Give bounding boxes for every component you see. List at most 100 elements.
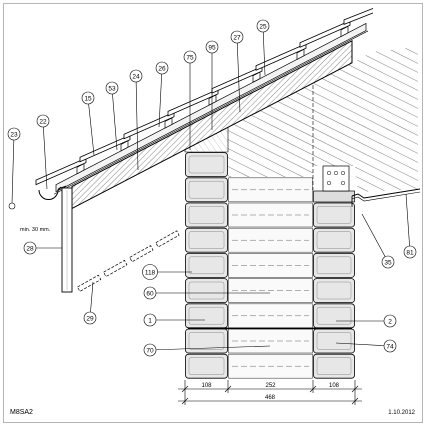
callout-circle bbox=[143, 343, 157, 357]
log-block-outer-grain bbox=[188, 256, 225, 275]
callout-circle bbox=[205, 40, 219, 54]
log-block-outer bbox=[185, 353, 228, 379]
log-block-inner bbox=[313, 278, 355, 304]
log-block-outer bbox=[185, 177, 228, 203]
drawing-date: 1.10.2012 bbox=[388, 410, 415, 416]
bracket-bolt bbox=[326, 170, 332, 176]
callout-circle bbox=[23, 241, 37, 255]
callout-circle bbox=[36, 114, 50, 128]
callout-25: 25 bbox=[256, 19, 270, 76]
callout-27: 27 bbox=[230, 30, 244, 113]
log-block-inner-grain bbox=[316, 357, 352, 375]
callout-leader bbox=[111, 87, 118, 151]
callout-circle bbox=[183, 50, 197, 64]
bracket-bolt bbox=[340, 170, 346, 176]
bracket-bolt bbox=[340, 180, 346, 186]
log-block-inner bbox=[313, 202, 355, 228]
gutter-clearance-note: min. 30 mm. bbox=[20, 227, 51, 233]
callout-circle bbox=[381, 255, 395, 269]
attic-hatch-line bbox=[228, 101, 418, 192]
callout-number: 53 bbox=[108, 85, 116, 92]
roof-tile bbox=[299, 20, 351, 48]
log-block-outer-grain bbox=[188, 332, 225, 350]
roof-tile bbox=[343, 8, 373, 25]
log-block-inner-grain bbox=[316, 306, 352, 325]
log-block-outer-grain bbox=[188, 180, 225, 199]
attic-hatch-line bbox=[228, 110, 418, 192]
callout-28: 28 bbox=[23, 241, 62, 255]
callout-leader bbox=[149, 345, 271, 351]
callout-leader bbox=[87, 97, 95, 156]
log-block-inner-grain bbox=[316, 206, 352, 224]
callout-leader bbox=[335, 342, 391, 347]
callout-1: 1 bbox=[143, 313, 205, 327]
log-block-outer bbox=[185, 252, 228, 278]
callout-70: 70 bbox=[143, 343, 271, 357]
soffit-board bbox=[103, 259, 128, 278]
callout-leader bbox=[158, 67, 163, 128]
callout-75: 75 bbox=[183, 50, 197, 150]
soffit-board bbox=[77, 274, 102, 292]
callout-number: 70 bbox=[146, 347, 154, 354]
callout-circle bbox=[143, 286, 157, 300]
callout-circle bbox=[155, 61, 169, 75]
callout-leader bbox=[11, 133, 15, 204]
callout-number: 24 bbox=[132, 73, 140, 80]
log-block-inner bbox=[313, 353, 355, 379]
callout-circle bbox=[7, 127, 21, 141]
callout-leader bbox=[135, 75, 139, 171]
gutter bbox=[38, 186, 62, 200]
callout-22: 22 bbox=[36, 114, 50, 190]
bracket-bolt bbox=[333, 170, 339, 176]
callout-leader bbox=[405, 193, 411, 253]
drawing-code: M8SA2 bbox=[10, 409, 33, 416]
log-wall bbox=[184, 85, 355, 379]
soffit-board bbox=[155, 230, 180, 248]
attic-hatching bbox=[225, 0, 420, 192]
log-block-inner-grain bbox=[316, 256, 352, 275]
callout-number: 60 bbox=[146, 290, 154, 297]
dimension-right: 108 bbox=[329, 383, 340, 389]
callout-53: 53 bbox=[105, 81, 119, 151]
dimension-total: 468 bbox=[265, 395, 276, 401]
attic-hatch-line bbox=[228, 155, 418, 192]
callout-number: 2 bbox=[388, 318, 392, 325]
callout-95: 95 bbox=[205, 40, 219, 130]
flashing-inner-line bbox=[351, 191, 421, 202]
roof-tile bbox=[123, 111, 175, 140]
callout-number: 22 bbox=[39, 118, 47, 125]
attic-hatch-line bbox=[228, 146, 418, 192]
drawing-frame bbox=[3, 3, 423, 423]
flashing-outer-line bbox=[351, 188, 421, 199]
callout-29: 29 bbox=[83, 281, 97, 325]
counter-batten bbox=[55, 22, 367, 193]
callout-leader bbox=[42, 120, 48, 190]
log-block-outer bbox=[185, 152, 228, 178]
eave-flashing bbox=[351, 188, 421, 207]
callout-35: 35 bbox=[361, 213, 395, 269]
log-block-outer-grain bbox=[188, 306, 225, 325]
callout-number: 28 bbox=[26, 245, 34, 252]
attic-hatch-line bbox=[225, 0, 420, 47]
callout-number: 15 bbox=[84, 95, 92, 102]
callout-circle bbox=[256, 19, 270, 33]
callout-number: 23 bbox=[10, 131, 18, 138]
callout-118: 118 bbox=[142, 264, 192, 280]
log-block-outer bbox=[185, 278, 228, 304]
callout-circle bbox=[230, 30, 244, 44]
log-block-inner-grain bbox=[316, 281, 352, 300]
callout-number: 26 bbox=[158, 65, 166, 72]
callout-circle bbox=[142, 264, 158, 280]
log-block-inner bbox=[313, 227, 355, 253]
dimension-tick bbox=[224, 385, 232, 393]
callout-circle bbox=[81, 91, 95, 105]
callout-2: 2 bbox=[336, 314, 397, 328]
roof-tile bbox=[255, 43, 307, 71]
log-block-outer-grain bbox=[188, 206, 225, 224]
callout-60: 60 bbox=[143, 286, 270, 300]
roof-tile bbox=[35, 157, 87, 186]
callout-leader bbox=[236, 36, 241, 113]
attic-hatch-line bbox=[228, 47, 418, 83]
callout-number: 74 bbox=[386, 343, 394, 350]
dimension-tick bbox=[309, 385, 317, 393]
